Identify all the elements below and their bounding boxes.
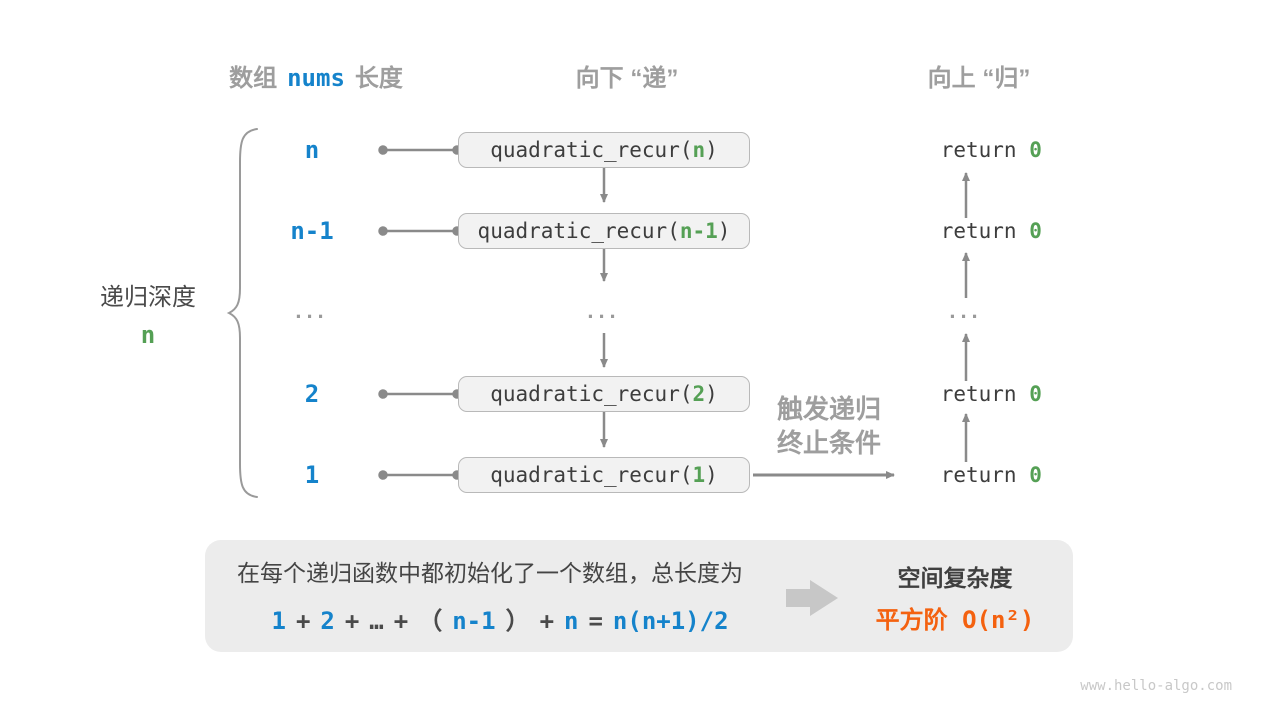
formula-token: +	[393, 607, 409, 635]
depth-brace	[226, 128, 258, 498]
return-keyword: return	[940, 138, 1030, 162]
implies-arrow-icon	[786, 580, 838, 616]
connector-dot	[378, 226, 388, 236]
connector-dot	[378, 389, 388, 399]
formula-token: +	[344, 607, 360, 635]
formula-token: +	[539, 607, 555, 635]
recursion-depth-value: n	[140, 321, 156, 349]
return-statement-2: return 0	[890, 358, 1042, 430]
formula-token: 1	[271, 607, 286, 635]
call-box-n-1: quadratic_recur(n-1)	[458, 213, 750, 249]
connector-dot	[378, 145, 388, 155]
header-recurse-down: 向下 “递”	[575, 65, 679, 92]
return-statement-1: return 0	[890, 439, 1042, 511]
call-box-1: quadratic_recur(1)	[458, 457, 750, 493]
return-value: 0	[1029, 138, 1042, 162]
call-arg: n-1	[679, 219, 718, 243]
connector-dot	[378, 470, 388, 480]
return-statement-n: return 0	[890, 114, 1042, 186]
call-suffix: )	[705, 382, 718, 406]
formula-token: n	[564, 607, 579, 635]
formula-token: ）	[505, 607, 530, 635]
formula-token: =	[588, 607, 603, 635]
header-return-up: 向上 “归”	[927, 65, 1031, 92]
return-value: 0	[1029, 382, 1042, 406]
summary-text: 在每个递归函数中都初始化了一个数组，总长度为	[237, 560, 743, 586]
recursion-depth-text: 递归深度	[100, 284, 196, 311]
return-keyword: return	[940, 463, 1030, 487]
return-keyword: return	[940, 219, 1030, 243]
call-ellipsis: ...	[587, 298, 621, 323]
depth-value-n: n	[304, 136, 320, 164]
call-suffix: )	[717, 219, 731, 243]
formula-token: 2	[320, 607, 335, 635]
total-length-formula: 1 +2 + … + （ n-1 ） + n = n(n+1)/2	[230, 601, 770, 636]
formula-token: （	[418, 607, 443, 635]
call-prefix: quadratic_recur(	[490, 382, 693, 406]
header-array-length: 数组 nums 长度	[229, 58, 403, 93]
space-complexity-value: 平方阶 O(n²)	[875, 606, 1035, 634]
header-array-length-pre: 数组	[229, 65, 278, 92]
return-statement-n-1: return 0	[890, 195, 1042, 267]
return-keyword: return	[940, 382, 1030, 406]
header-array-length-post: 长度	[354, 65, 403, 92]
call-box-2: quadratic_recur(2)	[458, 376, 750, 412]
formula-token: n-1	[452, 607, 496, 635]
call-arg: 1	[692, 463, 706, 487]
depth-value-2: 2	[304, 380, 320, 408]
watermark: www.hello-algo.com	[1080, 678, 1232, 694]
formula-token: …	[369, 607, 384, 635]
summary-box	[205, 540, 1073, 652]
recursion-depth-label: 递归深度 n	[100, 277, 196, 349]
call-prefix: quadratic_recur(	[490, 463, 693, 487]
call-suffix: )	[705, 463, 718, 487]
call-box-n: quadratic_recur(n)	[458, 132, 750, 168]
return-value: 0	[1029, 463, 1042, 487]
base-case-label-line2: 终止条件	[776, 428, 882, 458]
return-ellipsis: ...	[949, 298, 983, 323]
depth-value-1: 1	[304, 461, 320, 489]
call-suffix: )	[705, 138, 718, 162]
depth-value-n-1: n-1	[290, 217, 334, 245]
formula-token: +	[295, 607, 311, 635]
call-prefix: quadratic_recur(	[490, 138, 693, 162]
base-case-label: 触发递归 终止条件	[777, 392, 881, 460]
return-value: 0	[1029, 219, 1042, 243]
base-case-label-line1: 触发递归	[776, 394, 882, 424]
call-prefix: quadratic_recur(	[477, 219, 680, 243]
call-arg: 2	[692, 382, 706, 406]
call-arg: n	[692, 138, 706, 162]
nums-code-label: nums	[287, 64, 345, 92]
formula-token: n(n+1)/2	[612, 607, 729, 635]
space-complexity-title: 空间复杂度	[897, 565, 1013, 591]
depth-ellipsis: ...	[295, 298, 329, 323]
